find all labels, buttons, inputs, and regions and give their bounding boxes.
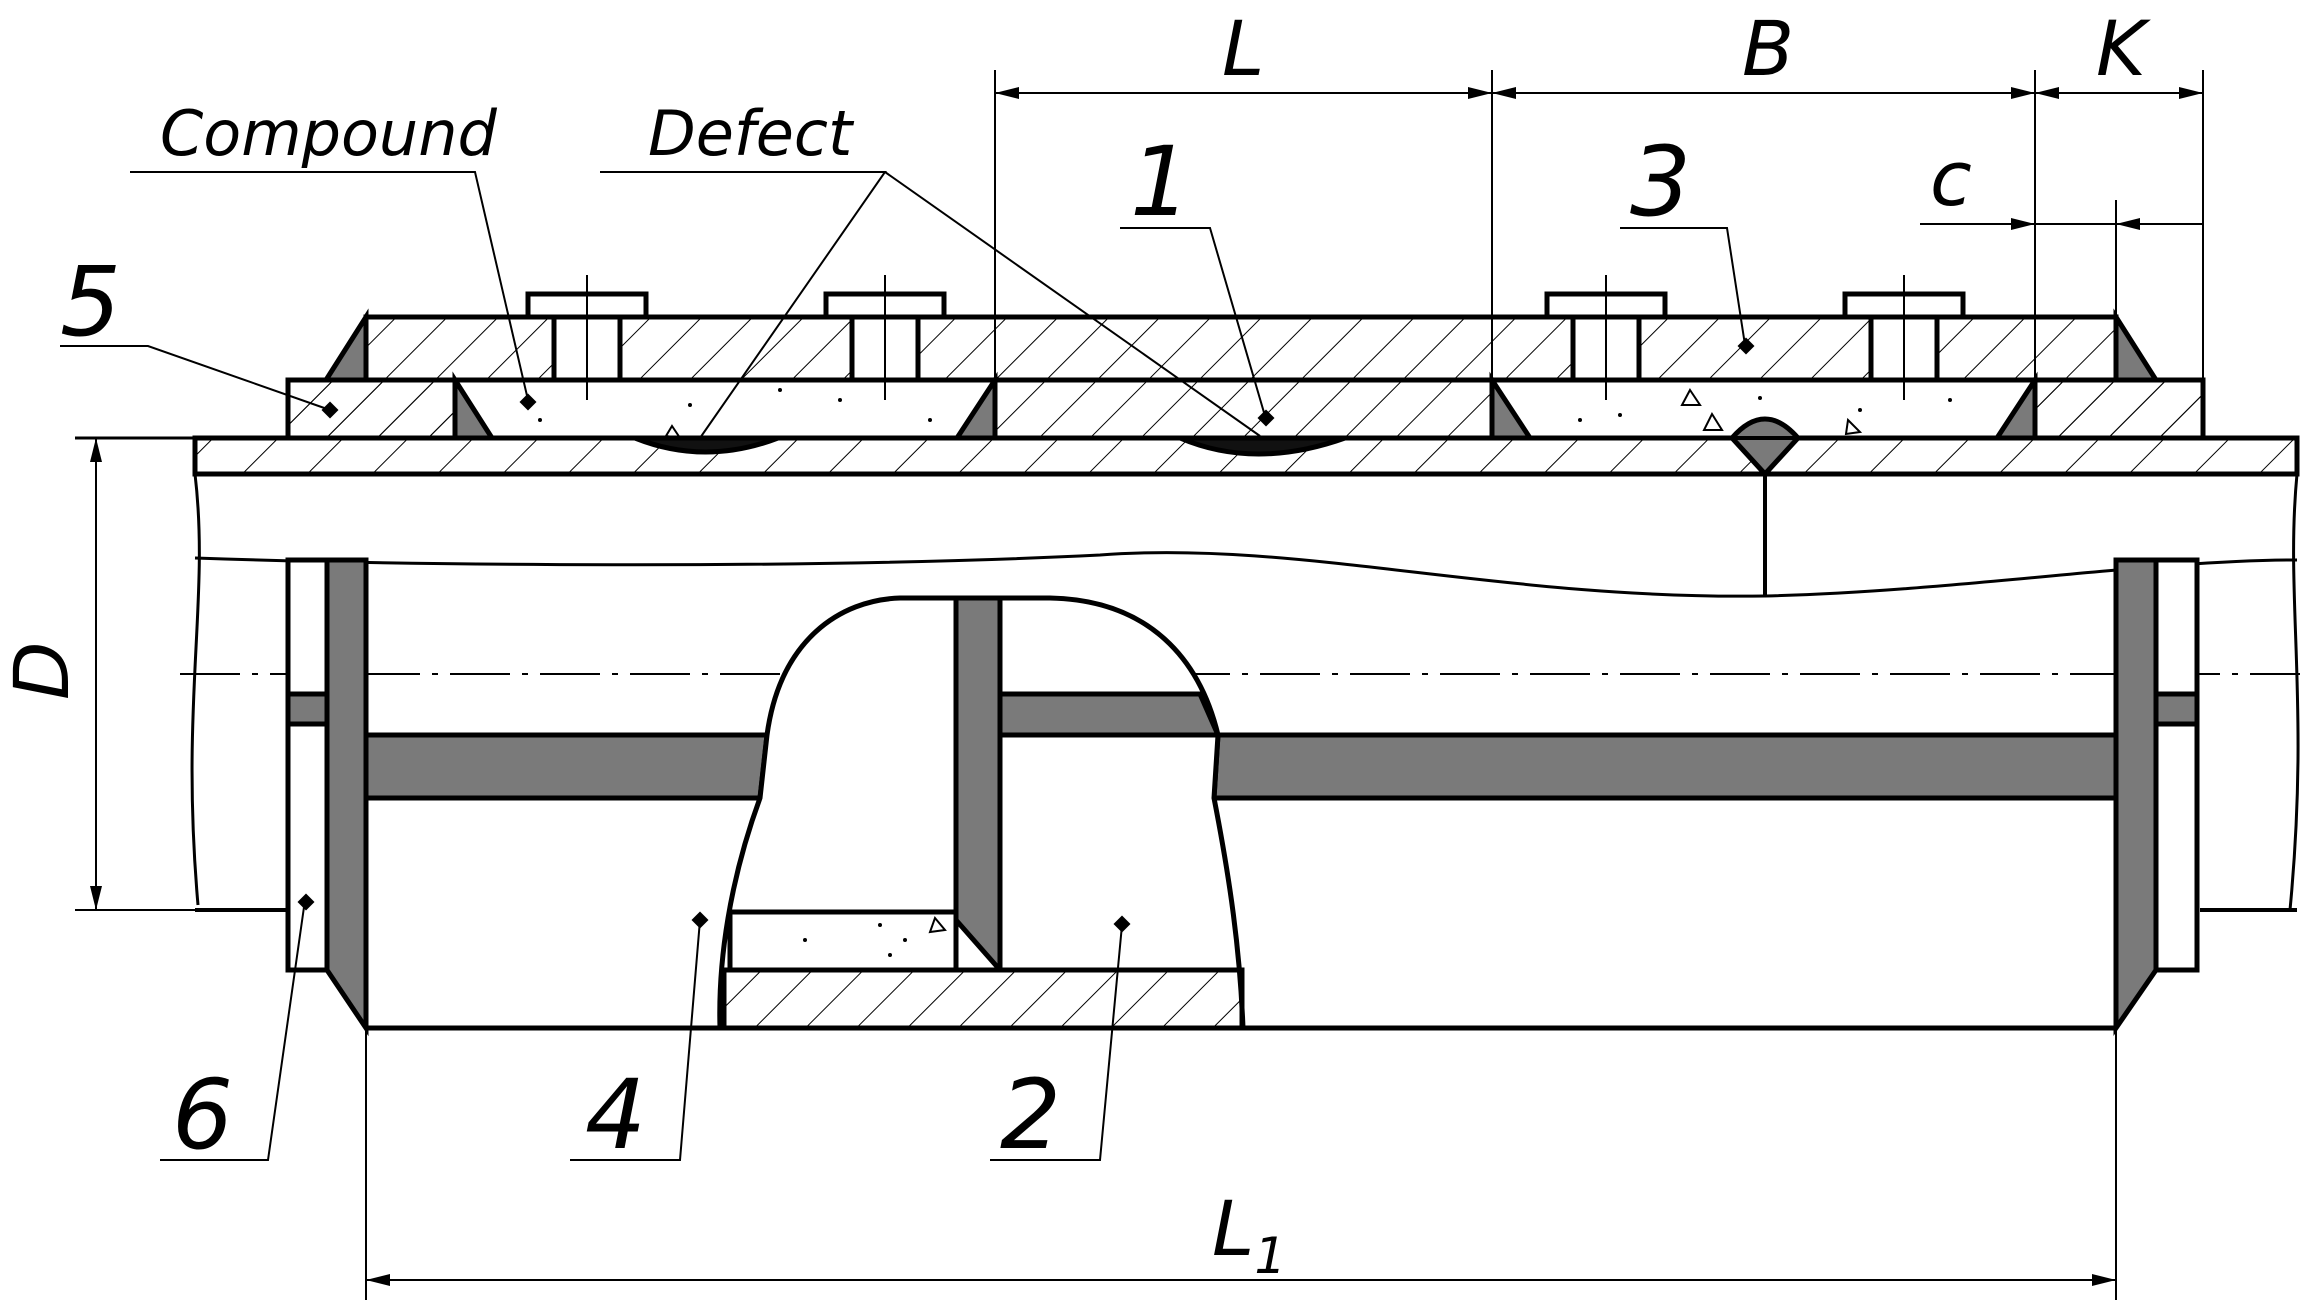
- leader-1: [1120, 227, 1266, 417]
- band-bar-left: [363, 732, 770, 801]
- bolt-1: [525, 275, 649, 400]
- dim-label-L1: L1: [1212, 1184, 1286, 1285]
- end-ring-right: [2032, 377, 2206, 441]
- compound-cavity-left: [450, 377, 1000, 441]
- dim-label-K: K: [2096, 4, 2151, 93]
- label-part-6: 6: [172, 1059, 233, 1171]
- labels: Compound Defect 1 3 5 6 4 2 L B K c D L1: [0, 4, 2151, 1285]
- dim-label-L1-main: L: [1212, 1184, 1254, 1273]
- label-part-1: 1: [1130, 126, 1191, 238]
- dim-label-c: c: [1930, 134, 1972, 223]
- pipe-body: [75, 436, 2300, 912]
- break-line-right: [2288, 473, 2300, 911]
- leader-3: [1620, 227, 1746, 346]
- end-ring-6-right: [2153, 557, 2200, 973]
- label-defect: Defect: [648, 97, 855, 170]
- leader-4: [570, 919, 701, 1161]
- break-line-left: [190, 473, 201, 906]
- dimension-lines: [75, 70, 2204, 1300]
- label-part-2: 2: [1000, 1059, 1061, 1171]
- leader-defect-2: [884, 171, 1261, 437]
- cutaway-sleeve-section: [721, 967, 1245, 1031]
- label-part-4: 4: [585, 1059, 646, 1171]
- lower-sleeve: [285, 557, 2200, 1037]
- bolt-2: [823, 275, 947, 400]
- leader-compound: [130, 171, 529, 401]
- band-bar-right: [1211, 732, 2119, 801]
- flange-right: [2113, 557, 2159, 1037]
- weld-wedge-top-right: [2113, 308, 2161, 383]
- defect-spot-2: [1179, 435, 1346, 457]
- flange-left: [324, 557, 369, 1037]
- label-part-5: 5: [60, 246, 121, 358]
- outer-sleeve-upper: [363, 314, 2119, 383]
- break-line-top: [194, 551, 2298, 598]
- defect-spot-1: [634, 435, 779, 455]
- leader-6: [160, 899, 306, 1161]
- cutaway-speckles: [803, 916, 947, 957]
- bolt-3: [1544, 275, 1668, 400]
- cutaway-band-top: [997, 691, 1222, 738]
- center-flange: [953, 595, 1003, 973]
- weld-wedge-top-left: [321, 308, 369, 383]
- dim-label-D: D: [0, 641, 86, 700]
- cutaway-compound: [727, 909, 959, 973]
- end-tab-left: [285, 691, 330, 727]
- end-tab-right: [2153, 691, 2200, 727]
- dim-label-B: B: [1742, 4, 1794, 93]
- dim-label-L1-sub: 1: [1254, 1227, 1286, 1285]
- label-compound: Compound: [160, 97, 497, 170]
- bolt-4: [1842, 275, 1966, 400]
- label-part-3: 3: [1630, 126, 1691, 238]
- leader-2: [990, 924, 1123, 1161]
- leader-5: [60, 345, 331, 411]
- end-ring-left: [285, 377, 458, 441]
- leader-lines: [60, 171, 1746, 1161]
- dim-label-L: L: [1222, 4, 1264, 93]
